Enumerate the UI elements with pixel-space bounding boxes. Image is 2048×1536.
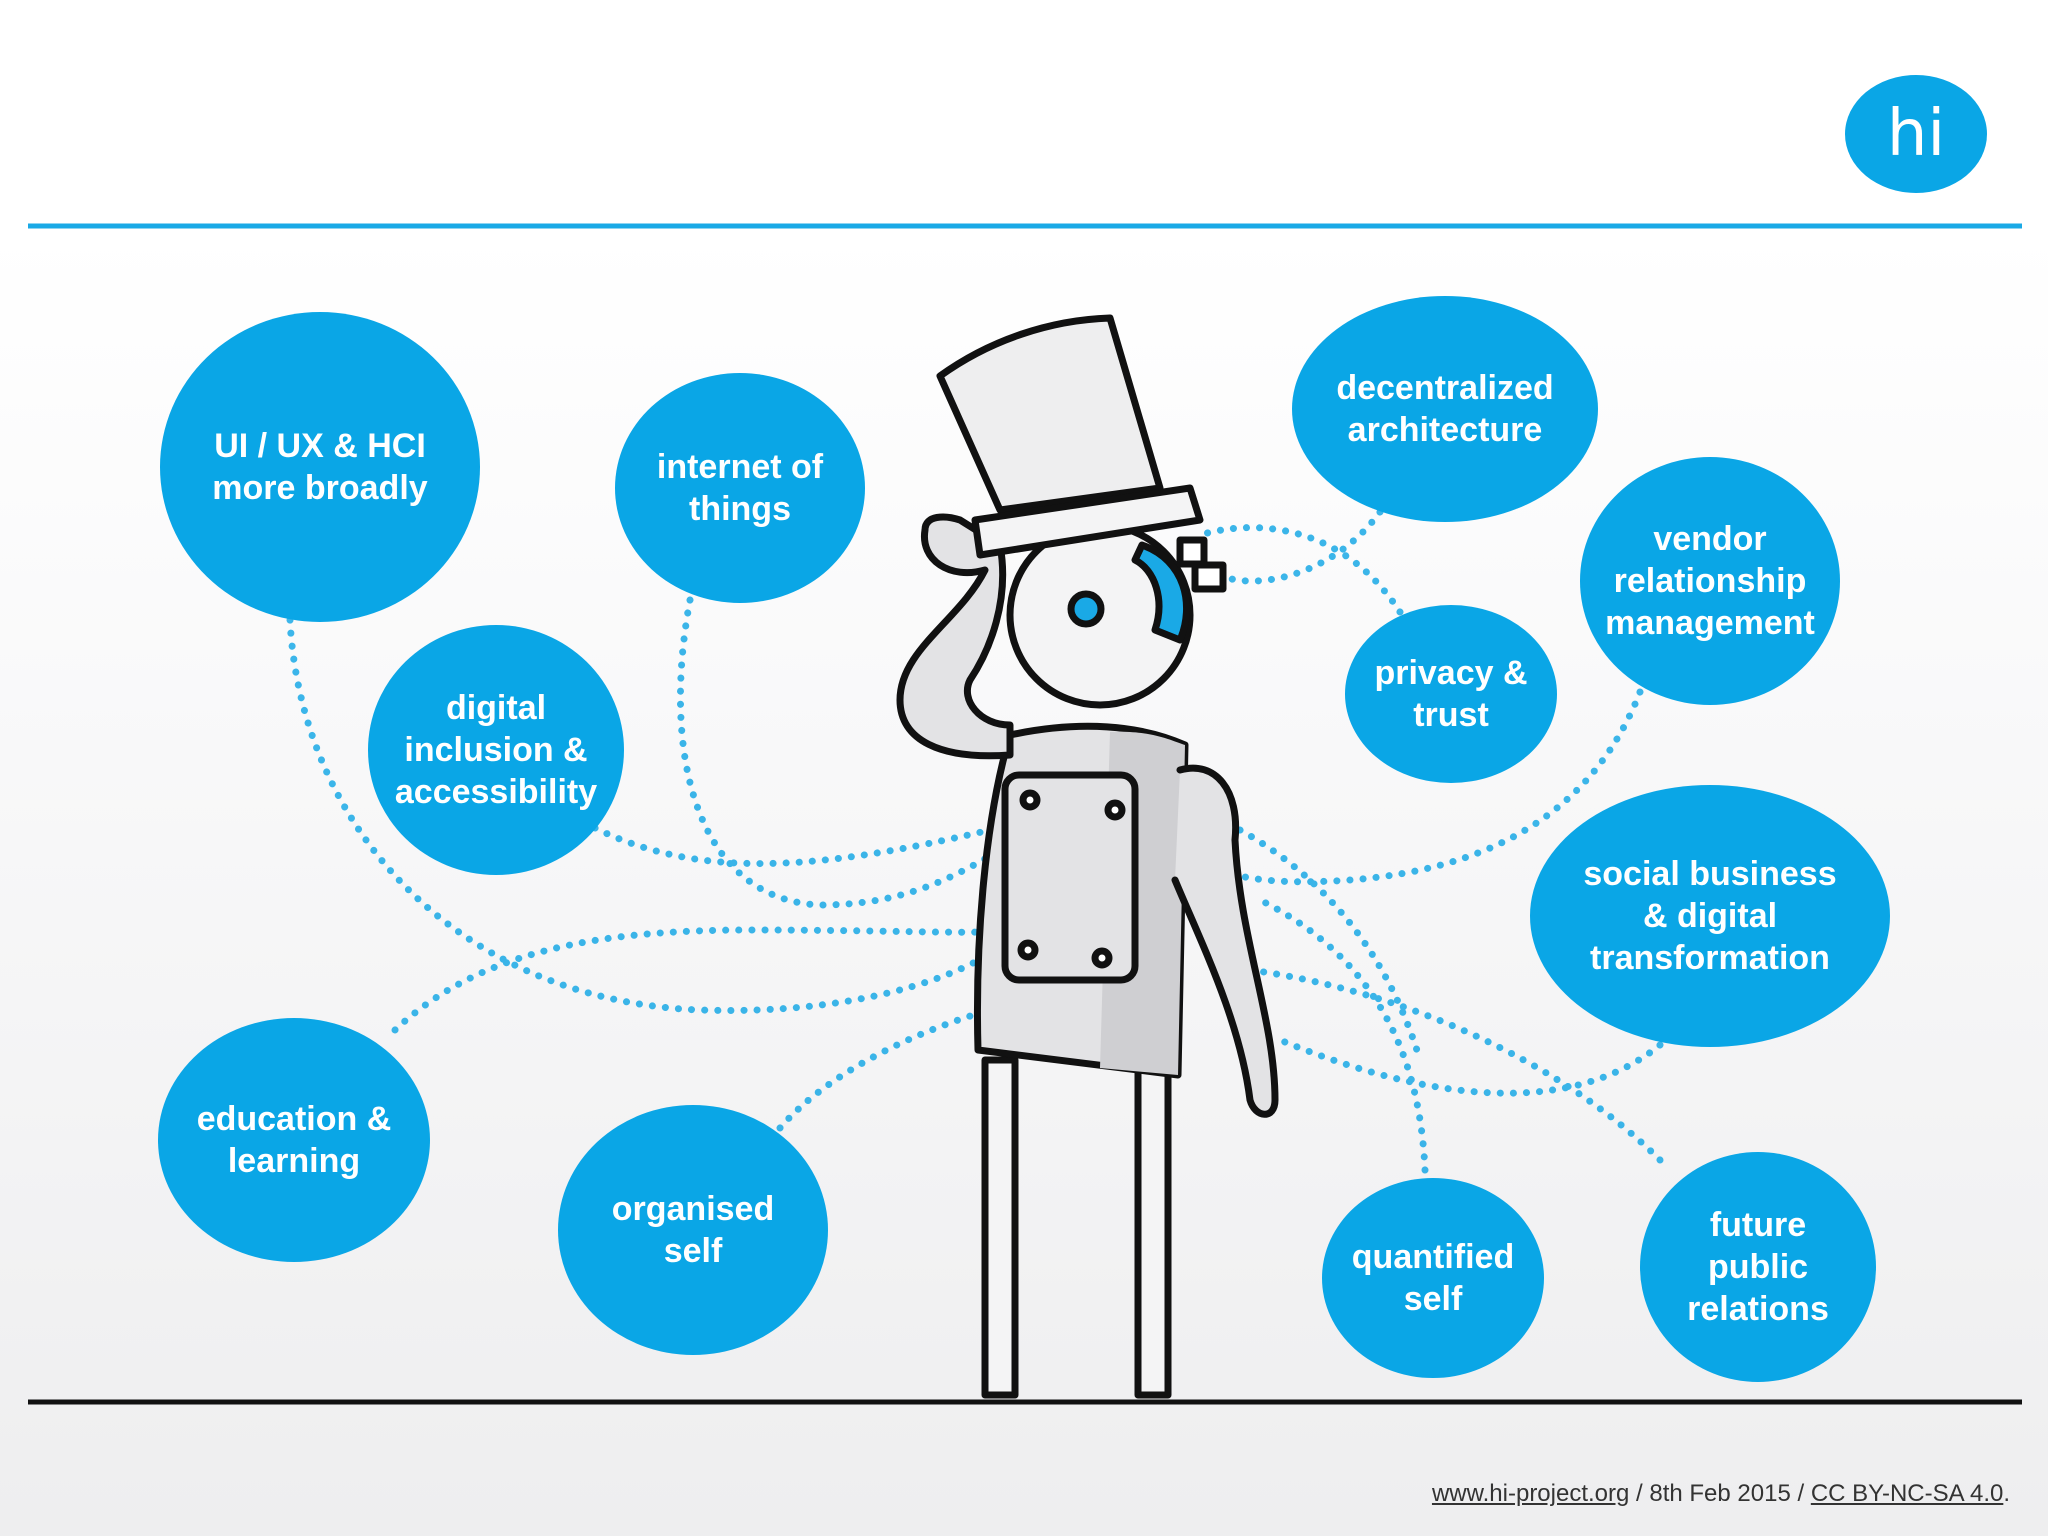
topic-future-pr: future public relations <box>1640 1152 1876 1382</box>
footer-date: / 8th Feb 2015 / <box>1629 1480 1811 1507</box>
robot-left-leg <box>981 1056 1019 1399</box>
robot-left-arm <box>896 513 1014 760</box>
topic-decentralized-architecture: decentralized architecture <box>1292 296 1598 522</box>
robot-ear <box>1131 541 1190 644</box>
connection-vendor <box>1196 688 1644 886</box>
robot-right-leg <box>1134 1056 1172 1399</box>
connection-future-pr <box>1246 966 1664 1164</box>
hi-logo: hi <box>1845 75 1987 193</box>
topic-ui-ux-hci: UI / UX & HCI more broadly <box>160 312 480 622</box>
connection-social <box>1276 1036 1664 1097</box>
connection-decentralized <box>1216 508 1384 585</box>
connection-iot <box>677 596 1004 909</box>
connection-quantified <box>1256 896 1429 1174</box>
topic-vendor-relationship: vendor relationship management <box>1580 457 1840 705</box>
topic-internet-of-things: internet of things <box>615 373 865 603</box>
topic-social-business: social business & digital transformation <box>1530 785 1890 1047</box>
topic-organised-self: organised self <box>558 1105 828 1355</box>
connection-lines <box>286 508 1664 1174</box>
connection-privacy <box>1196 524 1404 616</box>
topic-quantified-self: quantified self <box>1322 1178 1544 1378</box>
connection-organised <box>776 1006 994 1132</box>
robot-eye <box>1067 590 1105 628</box>
license-link[interactable]: CC BY-NC-SA 4.0 <box>1810 1480 2004 1507</box>
footer-credit: www.hi-project.org / 8th Feb 2015 / CC B… <box>1432 1480 2010 1508</box>
robot-character <box>896 314 1279 1399</box>
robot-chest-panel <box>1001 771 1139 984</box>
top-hat-brim <box>971 484 1204 559</box>
robot-right-arm <box>1171 764 1279 1118</box>
topic-privacy-trust: privacy & trust <box>1345 605 1557 783</box>
top-hat <box>936 314 1164 514</box>
topic-digital-inclusion: digital inclusion & accessibility <box>368 625 624 875</box>
connection-education <box>391 926 1014 1034</box>
connection-ui-ux <box>286 616 1014 1014</box>
site-link[interactable]: www.hi-project.org <box>1431 1480 1630 1507</box>
topic-education-learning: education & learning <box>158 1018 430 1262</box>
connection-inclusion <box>591 824 994 868</box>
footer-end: . <box>2003 1480 2010 1507</box>
connection-body-right <box>1236 826 1424 1064</box>
